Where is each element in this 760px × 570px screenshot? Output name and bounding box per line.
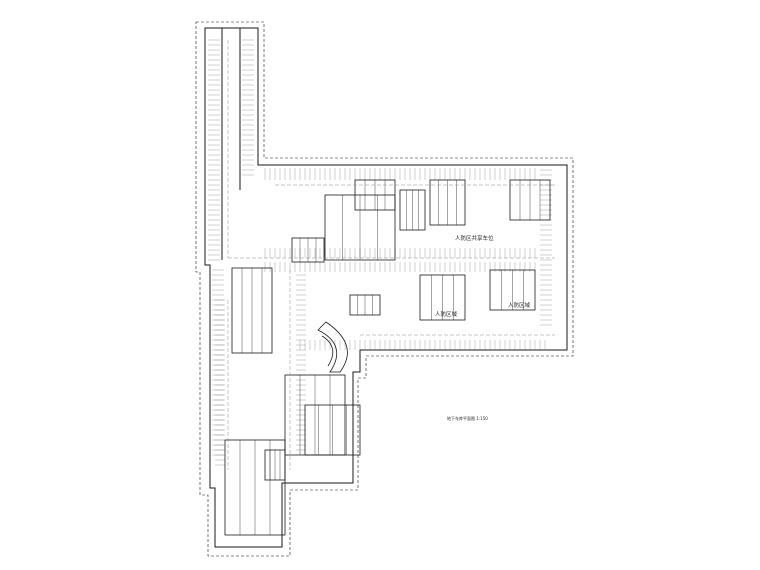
ramp-curve [317,321,348,373]
room-label: 人防区共享车位 [455,236,494,242]
drawing-title: 地下车库平面图 1:150 [447,417,488,421]
building-outline [195,21,574,557]
room-label: 人防区域 [508,303,531,309]
parking-stalls [208,39,552,466]
drawing-scale: 1:150 [476,416,488,421]
room-label: 人防区域 [435,312,458,318]
building-cores [224,179,551,536]
ramp-curve [321,335,334,367]
drawing-title-text: 地下车库平面图 [447,416,475,421]
outer-perimeter [204,27,568,548]
property-line [195,21,574,557]
ramps [317,321,348,373]
driving-aisles [227,40,555,470]
